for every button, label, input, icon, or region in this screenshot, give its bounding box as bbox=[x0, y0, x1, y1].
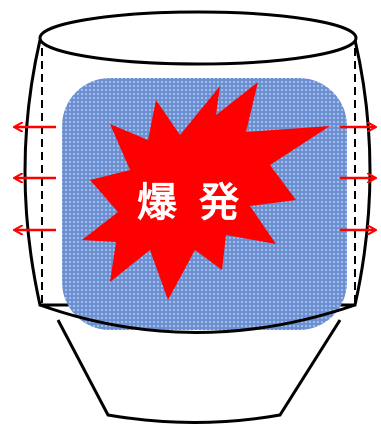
explosion-label: 爆 発 bbox=[137, 180, 243, 226]
vessel-bottom-neck bbox=[39, 303, 356, 334]
vessel-base bbox=[56, 319, 342, 424]
vessel-top-opening bbox=[38, 10, 358, 66]
explosion-burst bbox=[82, 82, 330, 300]
